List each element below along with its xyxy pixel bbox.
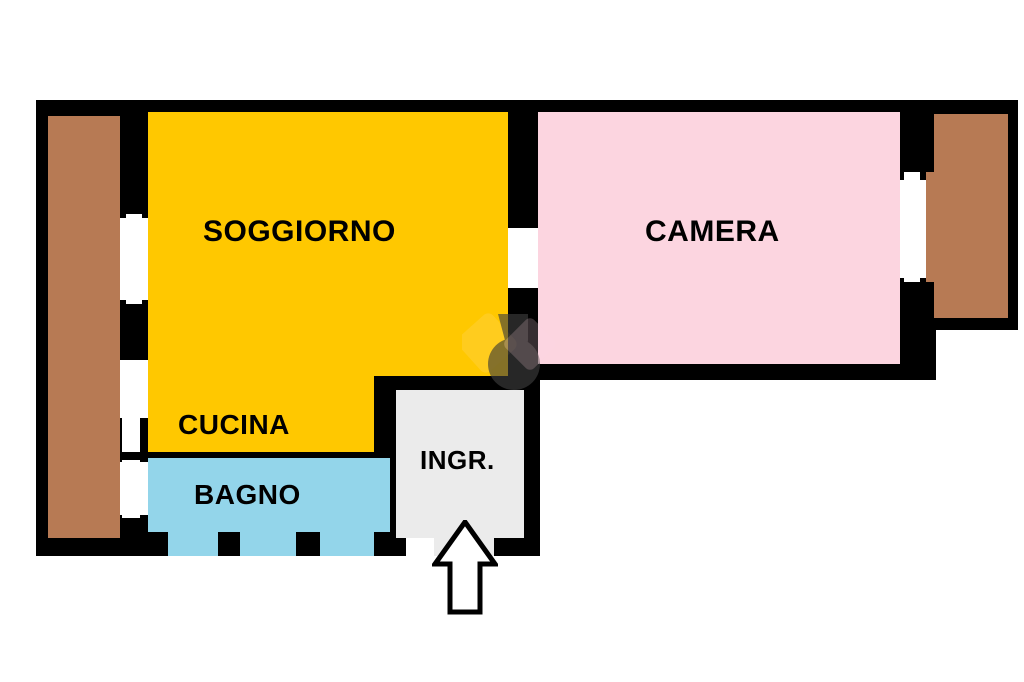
balcony-left	[48, 116, 120, 538]
room-cucina	[148, 376, 374, 452]
balcony-right	[934, 114, 1008, 318]
bathroom-fixture-right	[320, 532, 374, 556]
window-left-upper	[126, 214, 142, 304]
wall-exterior-left	[36, 100, 50, 556]
bathroom-fixture-left	[168, 532, 218, 556]
room-ingresso	[396, 390, 524, 538]
balcony-right-inset	[926, 172, 944, 282]
room-camera	[538, 112, 900, 364]
window-left-lower	[122, 460, 140, 518]
wall-bedroom-bottom	[508, 362, 936, 380]
room-soggiorno	[148, 112, 508, 376]
window-right-camera	[904, 172, 920, 282]
wall-between-living-and-bedroom-upper	[508, 100, 538, 228]
entrance-direction-arrow	[430, 517, 500, 616]
room-label-ingresso: INGR.	[420, 445, 495, 475]
wall-partition-left-upper	[120, 100, 148, 218]
room-label-cucina: CUCINA	[178, 409, 290, 440]
room-label-camera: CAMERA	[645, 215, 780, 248]
room-bagno	[148, 458, 390, 532]
wall-right-of-bedroom-upper	[900, 100, 936, 180]
wall-partition-left-middle	[120, 300, 148, 360]
wall-exterior-bottom-left	[36, 538, 146, 556]
wall-partition-left-bottom	[120, 515, 148, 556]
room-label-soggiorno: SOGGIORNO	[203, 215, 396, 248]
room-label-bagno: BAGNO	[194, 479, 301, 510]
wall-right-balcony-bottom	[930, 316, 1018, 330]
bathroom-fixture-middle	[240, 532, 296, 556]
window-left-middle	[122, 396, 140, 452]
